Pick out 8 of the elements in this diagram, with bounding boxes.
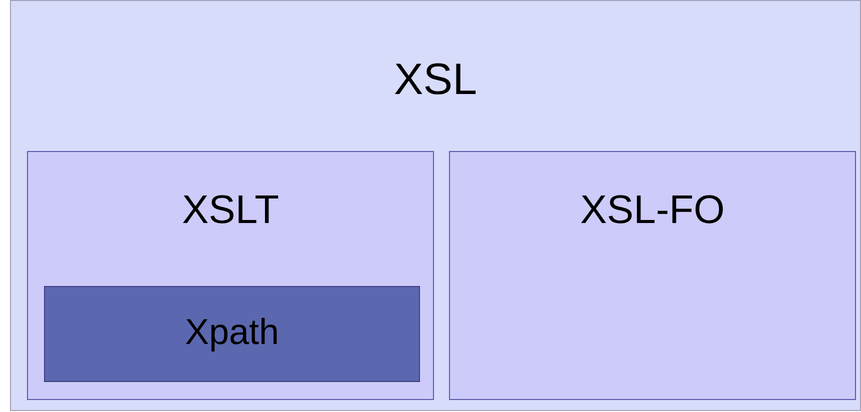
inner-panel [449,151,856,400]
box-label: Xpath [184,311,280,353]
box-label: XSL-FO [579,188,726,233]
outer-panel [10,0,861,411]
box-label: XSLT [180,188,280,233]
box-label: XSL [392,55,478,105]
nested-box [44,286,420,382]
inner-panel [27,151,434,400]
